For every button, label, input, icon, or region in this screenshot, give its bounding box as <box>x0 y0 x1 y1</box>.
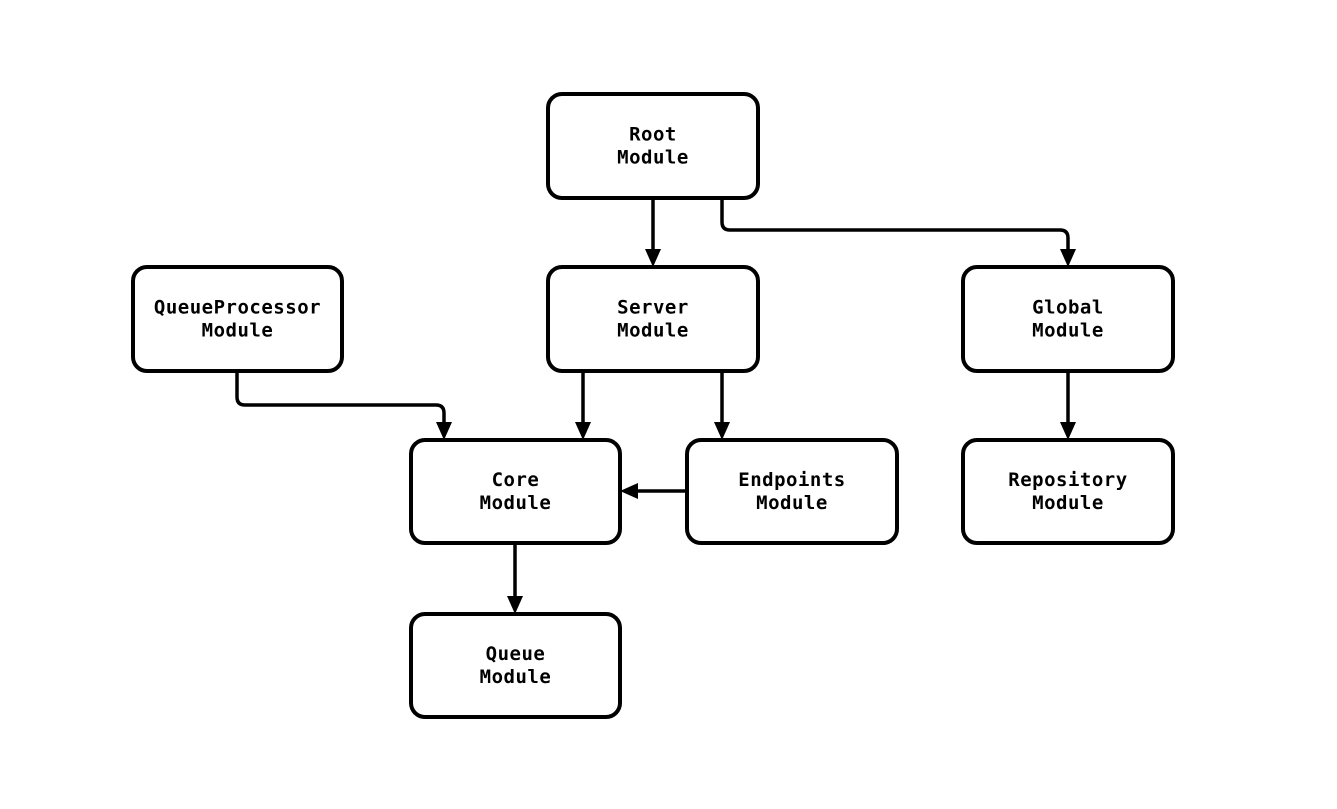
arrowhead-icon <box>575 422 591 440</box>
node-label-line1: Global <box>1032 297 1104 319</box>
edge-global-to-repository <box>1060 371 1076 440</box>
node-label-line1: Queue <box>486 643 546 665</box>
node-box[interactable] <box>131 265 344 373</box>
arrowhead-icon <box>645 249 661 267</box>
nodes-layer: RootModuleQueueProcessorModuleServerModu… <box>131 92 1175 719</box>
edge-line <box>235 371 446 429</box>
arrowhead-icon <box>714 422 730 440</box>
edge-root-to-global <box>720 198 1076 267</box>
node-label-line2: Module <box>480 492 552 514</box>
edge-server-to-endpoints <box>714 371 730 440</box>
node-label-line2: Module <box>1032 492 1104 514</box>
node-label-line2: Module <box>480 666 552 688</box>
node-label-line2: Module <box>617 320 689 342</box>
edges-layer <box>235 198 1076 614</box>
arrowhead-icon <box>436 422 452 440</box>
node-label-line1: Core <box>492 469 540 491</box>
edge-root-to-server <box>645 198 661 267</box>
node-label-line1: Root <box>629 124 677 146</box>
node-label-line1: Repository <box>1008 469 1127 491</box>
edge-core-to-queue <box>507 543 523 614</box>
arrowhead-icon <box>507 596 523 614</box>
node-box[interactable] <box>546 265 760 373</box>
edge-endpoints-to-core <box>620 483 687 499</box>
node-label-line2: Module <box>617 147 689 169</box>
node-box[interactable] <box>546 92 760 200</box>
arrowhead-icon <box>1060 422 1076 440</box>
node-box[interactable] <box>961 438 1175 545</box>
edge-queueprocessor-to-core <box>235 371 452 440</box>
arrowhead-icon <box>620 483 638 499</box>
node-box[interactable] <box>685 438 899 545</box>
node-box[interactable] <box>961 265 1175 373</box>
node-label-line1: Endpoints <box>738 469 845 491</box>
arrowhead-icon <box>1060 249 1076 267</box>
node-label-line2: Module <box>202 320 274 342</box>
edge-server-to-core <box>575 371 591 440</box>
node-label-line2: Module <box>1032 320 1104 342</box>
node-label-line2: Module <box>756 492 828 514</box>
node-label-line1: QueueProcessor <box>154 297 321 319</box>
node-box[interactable] <box>409 438 622 545</box>
node-box[interactable] <box>409 612 622 719</box>
node-label-line1: Server <box>617 297 689 319</box>
edge-line <box>720 198 1070 256</box>
